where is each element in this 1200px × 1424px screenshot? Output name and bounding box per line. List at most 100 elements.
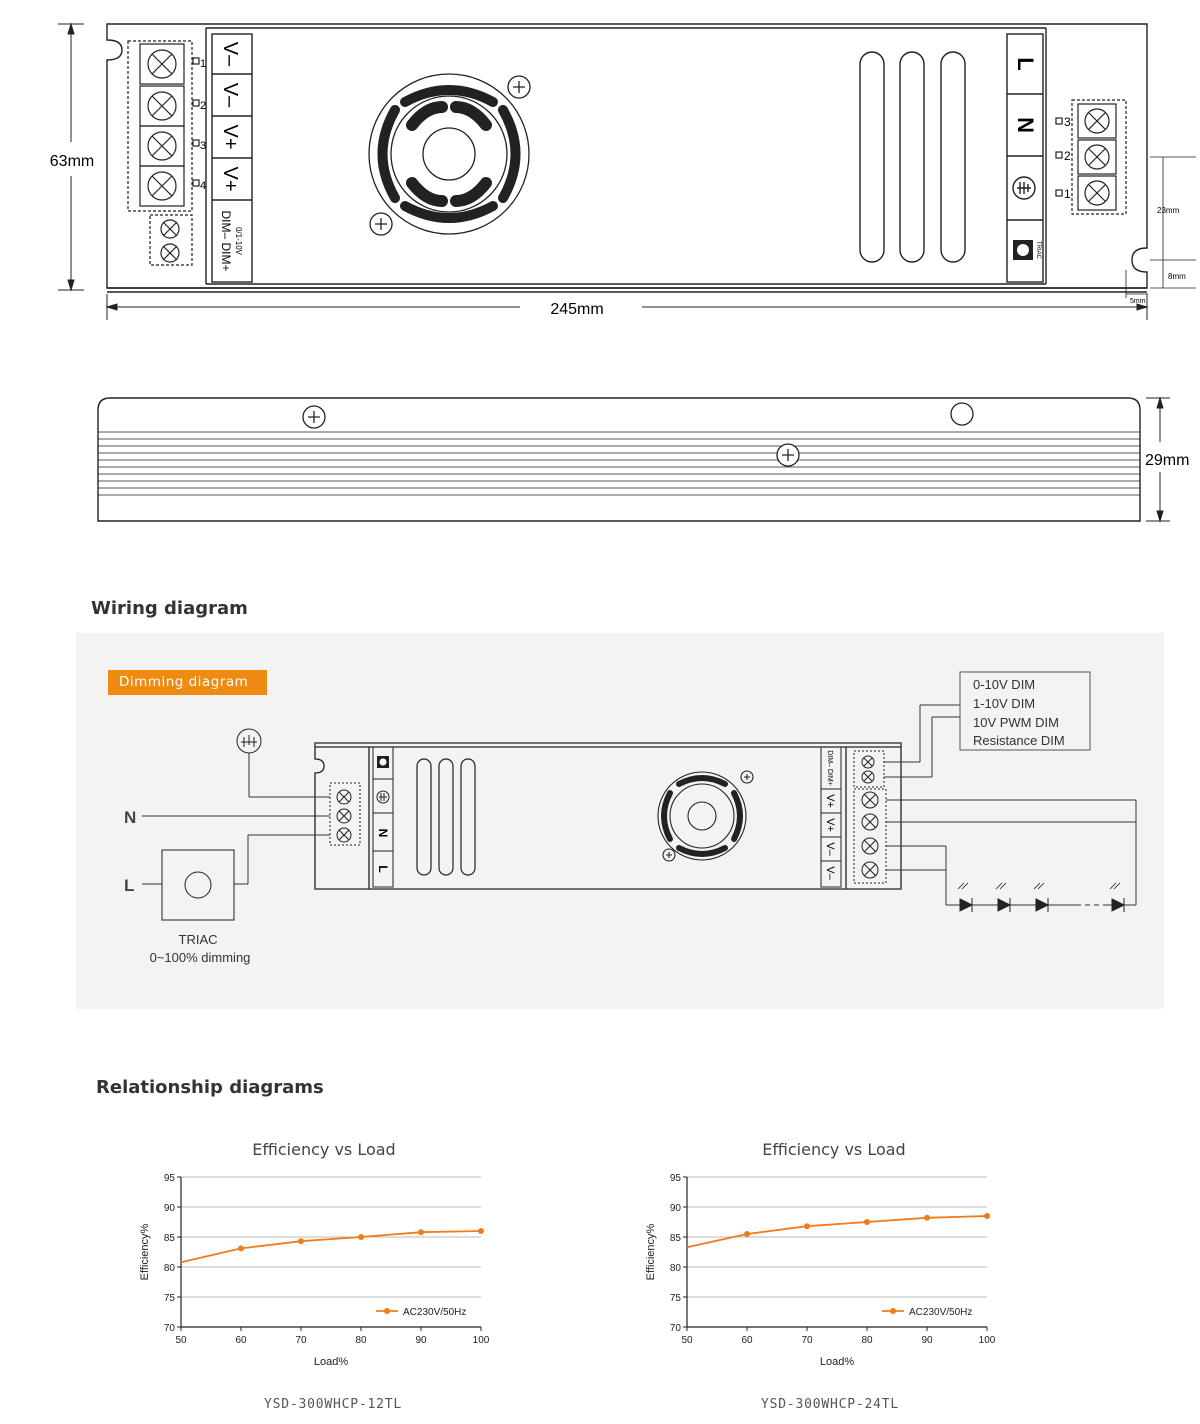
side-view-drawing: 29mm (97, 396, 1189, 523)
y-tick-label: 95 (670, 1173, 682, 1184)
chart-2-title: Efficiency vs Load (762, 1140, 906, 1159)
y-tick-label: 70 (670, 1323, 682, 1334)
dim-mode-1: 0-10V DIM (973, 677, 1035, 692)
data-point (984, 1213, 990, 1219)
x-tick-label: 70 (801, 1335, 813, 1346)
y-axis-label: Efficiency% (645, 1223, 657, 1280)
wiring-l-label: L (124, 876, 134, 895)
wiring-module-body (314, 742, 902, 890)
series-line (180, 1230, 482, 1264)
left-terminal-block (127, 40, 200, 266)
data-point (924, 1214, 930, 1221)
height-label: 63mm (50, 153, 94, 170)
x-tick-label: 70 (295, 1335, 307, 1346)
series-line (686, 1215, 988, 1249)
data-point (418, 1229, 424, 1236)
out-dim-range: 0/1-10V (234, 227, 243, 256)
y-axis-label: Efficiency% (139, 1223, 151, 1280)
data-point (238, 1245, 244, 1252)
triac-label: TRIAC (1035, 241, 1041, 260)
psu-body-side (97, 397, 1141, 522)
out-dim-terminal: DIM– DIM+ (219, 210, 233, 271)
ground-icon (1012, 176, 1036, 200)
screw-icon (369, 75, 531, 236)
vent-slots (859, 51, 966, 263)
wiring-module-dim: DIM– DIM+ (826, 750, 833, 786)
x-tick-label: 80 (355, 1335, 367, 1346)
out-terminal-1: V– (219, 42, 241, 67)
legend-marker (384, 1308, 390, 1314)
relationship-section-title: Relationship diagrams (96, 1077, 324, 1098)
top-view-drawing: 63mm 1 2 3 4 V– V– (50, 22, 1196, 320)
side-dimensions (1125, 156, 1196, 298)
right-terminal-block (1055, 99, 1127, 215)
y-tick-label: 80 (164, 1263, 176, 1274)
fan-icon (368, 73, 530, 235)
y-tick-label: 75 (670, 1293, 682, 1304)
chart-2-model: YSD-300WHCP-24TL (760, 1397, 900, 1412)
input-terminal-l: L (1013, 57, 1038, 70)
height-dimension (58, 22, 84, 292)
right-pin-1: 1 (1064, 187, 1071, 201)
wiring-out-4: V– (824, 866, 836, 880)
wiring-section-title: Wiring diagram (91, 598, 248, 619)
terminal-offset-label: 8mm (1168, 272, 1186, 281)
data-point (358, 1234, 364, 1240)
y-tick-label: 90 (670, 1203, 682, 1214)
legend-label: AC230V/50Hz (403, 1307, 466, 1318)
dim-mode-2: 1-10V DIM (973, 696, 1035, 711)
input-terminal-n: N (1013, 117, 1038, 133)
x-tick-label: 50 (175, 1335, 187, 1346)
edge-offset-label: 5mm (1130, 298, 1146, 305)
dim-mode-4: Resistance DIM (973, 733, 1065, 748)
triac-caption: TRIAC (179, 932, 218, 947)
x-axis-label: Load% (820, 1356, 854, 1368)
x-tick-label: 90 (415, 1335, 427, 1346)
y-tick-label: 75 (164, 1293, 176, 1304)
dimming-badge: Dimming diagram (108, 670, 267, 695)
data-point (804, 1223, 810, 1230)
x-tick-label: 80 (861, 1335, 873, 1346)
data-point (298, 1238, 304, 1245)
left-pin-3: 3 (200, 140, 206, 152)
triac-dimmer-box (161, 849, 235, 921)
left-pin-2: 2 (200, 100, 206, 112)
triac-knob-icon (1013, 240, 1033, 260)
right-pin-3: 3 (1064, 115, 1071, 129)
triac-range: 0~100% dimming (150, 950, 251, 965)
x-tick-label: 50 (681, 1335, 693, 1346)
output-label-strip (211, 33, 253, 283)
wiring-output-terminals (853, 750, 887, 884)
terminal-spacing-label: 23mm (1157, 206, 1180, 215)
data-point (744, 1231, 750, 1237)
y-tick-label: 90 (164, 1203, 176, 1214)
left-pin-4: 4 (200, 180, 206, 192)
depth-dimension (1146, 396, 1170, 523)
wiring-output-strip (820, 746, 842, 888)
wiring-vent-slots (416, 758, 476, 876)
legend-label: AC230V/50Hz (909, 1307, 972, 1318)
wiring-module-n: N (376, 829, 390, 838)
y-tick-label: 95 (164, 1173, 176, 1184)
y-tick-label: 70 (164, 1323, 176, 1334)
out-terminal-2: V– (219, 83, 241, 108)
width-dimension (105, 294, 1149, 320)
wiring-out-3: V– (824, 842, 836, 856)
wiring-triac-knob-icon (377, 756, 389, 768)
wiring-ground-icon (376, 790, 390, 804)
x-tick-label: 60 (741, 1335, 753, 1346)
left-pin-1: 1 (200, 58, 206, 70)
x-tick-label: 60 (235, 1335, 247, 1346)
screw-icon (302, 402, 974, 467)
data-point (478, 1228, 484, 1234)
led-icon (957, 882, 1126, 912)
out-terminal-3: V+ (219, 124, 241, 149)
x-tick-label: 100 (979, 1335, 996, 1346)
wiring-out-1: V+ (824, 794, 836, 808)
wiring-n-label: N (124, 808, 136, 827)
y-tick-label: 85 (164, 1233, 176, 1244)
chart-1-title: Efficiency vs Load (252, 1140, 396, 1159)
wiring-module-l: L (376, 865, 390, 872)
